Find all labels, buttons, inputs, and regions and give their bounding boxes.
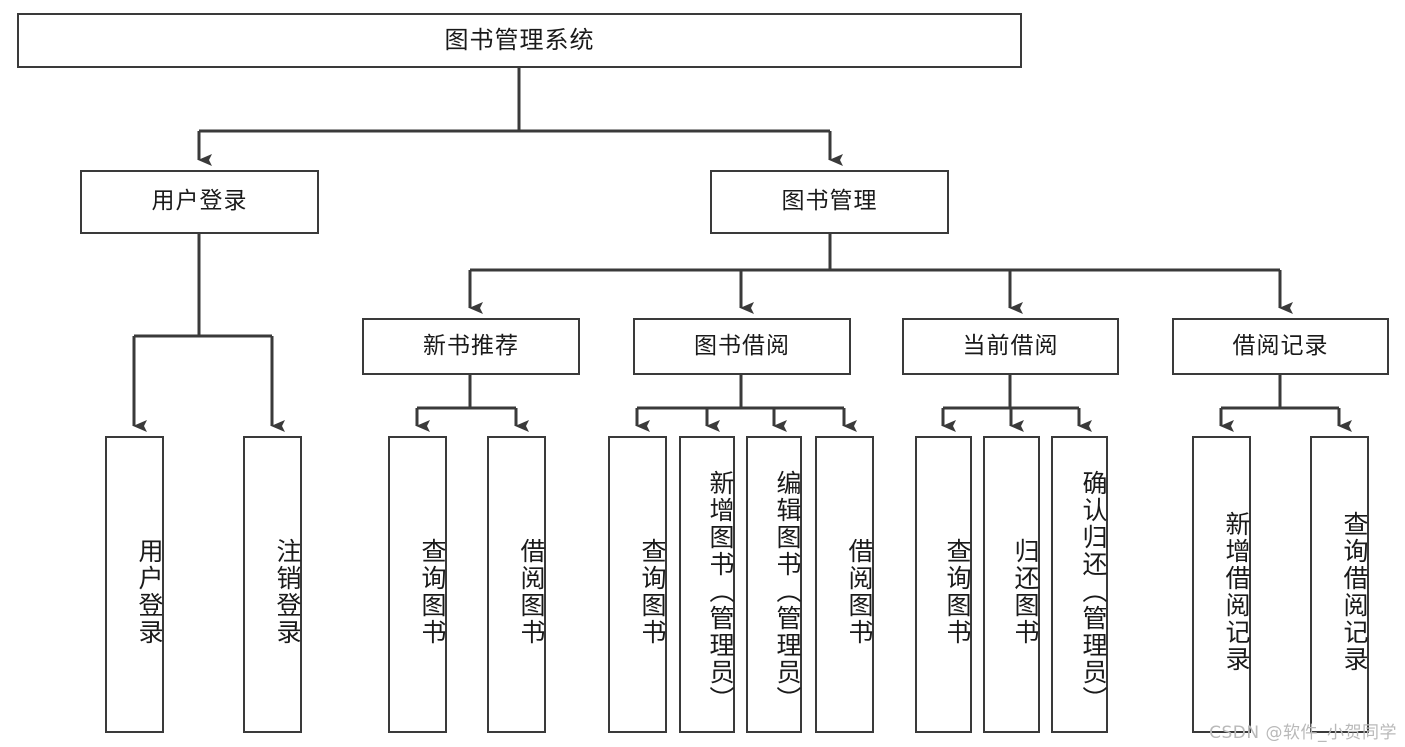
leaf-query-book-current[interactable]: 查询图书 xyxy=(915,436,972,733)
watermark: CSDN @软件_小贺同学 xyxy=(1209,723,1397,743)
leaf-query-borrow-record-label: 查询借阅记录 xyxy=(1340,510,1369,673)
node-user-login[interactable]: 用户登录 xyxy=(80,170,319,234)
leaf-return-book-label: 归还图书 xyxy=(1011,537,1040,646)
node-user-login-label: 用户登录 xyxy=(151,188,248,215)
leaf-query-book-current-label: 查询图书 xyxy=(943,537,972,646)
node-root[interactable]: 图书管理系统 xyxy=(17,13,1022,68)
leaf-borrow-book-label: 借阅图书 xyxy=(845,537,874,646)
leaf-logout-label: 注销登录 xyxy=(273,537,302,646)
leaf-borrow-book-newbook[interactable]: 借阅图书 xyxy=(487,436,546,733)
leaf-add-borrow-record-label: 新增借阅记录 xyxy=(1222,510,1251,673)
node-new-book-recommend-label: 新书推荐 xyxy=(423,332,519,359)
leaf-logout[interactable]: 注销登录 xyxy=(243,436,302,733)
node-book-management-label: 图书管理 xyxy=(781,188,878,215)
leaf-confirm-return-admin-label: 确认归还（管理员） xyxy=(1079,470,1108,713)
leaf-query-book-borrow[interactable]: 查询图书 xyxy=(608,436,667,733)
node-borrow-record[interactable]: 借阅记录 xyxy=(1172,318,1389,375)
leaf-return-book[interactable]: 归还图书 xyxy=(983,436,1040,733)
leaf-borrow-book-newbook-label: 借阅图书 xyxy=(517,537,546,646)
leaf-edit-book-admin-label: 编辑图书（管理员） xyxy=(773,470,802,713)
leaf-query-borrow-record[interactable]: 查询借阅记录 xyxy=(1310,436,1369,733)
node-book-management[interactable]: 图书管理 xyxy=(710,170,949,234)
node-book-borrow[interactable]: 图书借阅 xyxy=(633,318,851,375)
leaf-confirm-return-admin[interactable]: 确认归还（管理员） xyxy=(1051,436,1108,733)
leaf-query-book-borrow-label: 查询图书 xyxy=(638,537,667,646)
leaf-borrow-book[interactable]: 借阅图书 xyxy=(815,436,874,733)
leaf-add-book-admin-label: 新增图书（管理员） xyxy=(706,470,735,713)
leaf-add-borrow-record[interactable]: 新增借阅记录 xyxy=(1192,436,1251,733)
node-borrow-record-label: 借阅记录 xyxy=(1232,332,1329,359)
leaf-user-login[interactable]: 用户登录 xyxy=(105,436,164,733)
node-new-book-recommend[interactable]: 新书推荐 xyxy=(362,318,580,375)
leaf-add-book-admin[interactable]: 新增图书（管理员） xyxy=(679,436,735,733)
node-current-borrow-label: 当前借阅 xyxy=(962,332,1059,359)
node-book-borrow-label: 图书借阅 xyxy=(694,332,790,359)
node-current-borrow[interactable]: 当前借阅 xyxy=(902,318,1119,375)
node-root-label: 图书管理系统 xyxy=(444,26,595,55)
leaf-query-book-newbook-label: 查询图书 xyxy=(418,537,447,646)
leaf-query-book-newbook[interactable]: 查询图书 xyxy=(388,436,447,733)
leaf-edit-book-admin[interactable]: 编辑图书（管理员） xyxy=(746,436,802,733)
leaf-user-login-label: 用户登录 xyxy=(135,537,164,646)
